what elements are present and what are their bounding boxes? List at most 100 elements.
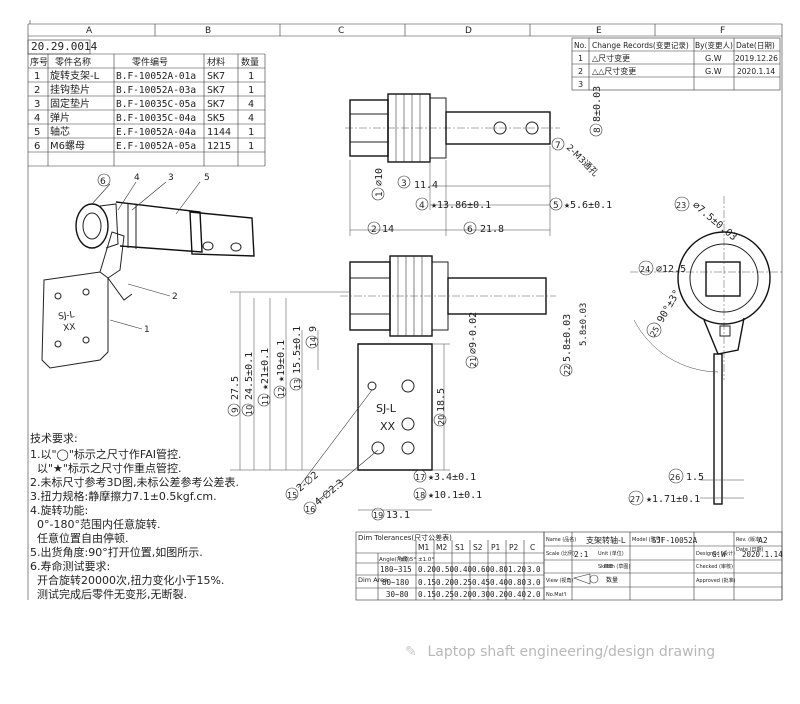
tol-title: Dim Tolerances(尺寸公差表) [358,533,452,542]
notes-line: 6.寿命测试要求: [30,559,110,573]
notes-line: 3.扭力规格:静摩擦力7.1±0.5kgf.cm. [30,489,217,503]
tol-cell: 0.25 [436,590,454,599]
bom-cell: 2 [34,85,40,96]
tol-angle-value: ±0.5° [400,557,416,563]
tol-grade: S1 [455,543,465,552]
tol-angle-value-2: ±1.0° [418,557,434,563]
bom-cell: E.F-10052A-05a [116,141,196,152]
dim-25: 90°±3° [656,288,684,325]
dim-6: 21.8 [480,224,504,235]
dim-15: 2-∅2 [295,470,321,495]
bom-cell: 5 [34,127,40,138]
bom-cell: B.F-10052A-03a [116,85,196,96]
bom-cell: 旋转支架-L [50,69,100,82]
bom-cell: 4 [248,99,254,110]
tol-cell: 30~80 [386,590,409,599]
bom-cell: 1 [248,141,254,152]
bom-cell: SK5 [207,113,225,124]
dim-4: ★13.86±0.1 [431,200,491,211]
bom-cell: 3 [34,99,40,110]
tb-scale-value: 2:1 [574,550,589,559]
rev-cell: △△尺寸变更 [592,66,636,76]
dim-14: 9 [308,326,319,332]
bom-cell: M6螺母 [50,140,85,152]
bom-cell: SK7 [207,99,225,110]
tb-designed-label: Designed (设计) [696,550,735,557]
tol-angle-label: Angle(角度) [379,555,410,563]
front-mark-sjl: SJ-L [376,402,397,415]
notes-line: 测试完成后零件无变形,无断裂. [30,587,187,601]
bom-cell: 4 [248,113,254,124]
dim-24: ∅12.5 [656,264,686,275]
tol-cell: 0.50 [436,565,455,574]
balloon-7: 7 [555,141,561,151]
revision-table: No. Change Records(变更记录) By(变更人) Date(日期… [571,37,781,91]
bom-cell: 6 [34,141,40,152]
bom-row: 4 弹片 B.F-10035C-04a SK5 4 [34,111,254,124]
balloon-15: 15 [287,491,297,500]
tb-model-label: Model (型号) [632,536,663,543]
balloon-21: 21 [469,357,478,367]
tb-scale-label: Scale (比例) [546,550,575,557]
bom-cell: 4 [34,113,40,124]
bom-cell: 1 [248,71,254,82]
tb-rev-label: Rev. (版本) [736,536,762,543]
balloon-22: 22 [563,365,572,375]
tol-cell: 0.40 [454,565,473,574]
dim-17: ★3.4±0.1 [428,472,476,483]
notes-line: 以"★"标示之尺寸作重点管控. [30,461,181,475]
notes-line: 2.未标尺寸参考3D图,未标公差参考公差表. [30,475,239,489]
balloon-17: 17 [415,473,425,482]
bom-cell: 固定垫片 [50,97,90,110]
balloon-25: 25 [648,325,661,338]
bom-cell: 挂钩垫片 [50,83,90,96]
dim-10: 24.5±0.1 [244,352,255,400]
bom-header-name: 零件名称 [55,56,91,68]
tb-designed-value: G.W [712,550,726,559]
dim-3: 11.4 [414,180,438,191]
dim-16: 4-∅2.3 [313,478,347,509]
notes-line: 5.出货角度:90°打开位置,如图所示. [30,545,203,559]
notes-title: 技术要求: [30,432,78,445]
iso-balloon-6: 6 [100,177,106,187]
bom-cell: B.F-10035C-04a [116,113,196,124]
dim-13: 15.5±0.1 [292,326,303,374]
tb-unit-value: mm [604,562,612,570]
balloon-20: 20 [437,415,446,425]
tb-date-value: 2020.1.14 [742,550,783,559]
tol-grade: S2 [473,543,483,552]
rev-cell: 1 [578,54,583,63]
bom-cell: B.F-10035C-05a [116,99,196,110]
tol-grade: P2 [509,543,519,552]
tol-cell: 3.0 [527,578,541,587]
dim-7: 2-M3通孔 [564,142,600,178]
side-view: 23 ∅7.5±0.03 24 ∅12.5 25 90°±3° 26 1.5 2… [579,196,782,506]
dim-9: 27.5 [230,376,241,400]
tb-rev-value: A2 [758,536,768,545]
balloon-8: 8 [593,127,603,133]
side-dim-extra: 5.8±0.03 [579,303,589,346]
tol-cell: 0.20 [454,590,473,599]
dim-5: ★5.6±0.1 [564,200,612,211]
tol-cell: 1.20 [508,565,527,574]
balloon-6: 6 [467,225,473,235]
tb-unit-label: Unit (单位) [598,550,624,557]
iso-balloon-4: 4 [134,173,140,183]
bom-cell: 弹片 [50,111,70,124]
iso-balloon-3: 3 [168,173,174,183]
bom-cell: SK7 [207,71,225,82]
bom-cell: 1144 [207,127,231,138]
tol-cell: 0.20 [436,578,455,587]
sheet-frame: A B C D E F [27,20,783,600]
tol-cell: 80~180 [382,578,410,587]
rev-row: 3 [578,80,583,89]
caption-text: Laptop shaft engineering/design drawing [427,644,716,660]
tol-side-label: Dim Area [358,576,388,584]
bom-cell: 1 [248,127,254,138]
tb-view-label: View (视角) [546,577,573,584]
tol-cell: 180~315 [380,565,412,574]
technical-notes: 技术要求: 1.以"◯"标示之尺寸作FAI管控. 以"★"标示之尺寸作重点管控.… [30,432,239,601]
tb-model-value: SJF-10052A [652,536,698,545]
bom-header-qty: 数量 [241,56,259,68]
bom-row: 3 固定垫片 B.F-10035C-05a SK7 4 [34,97,254,110]
